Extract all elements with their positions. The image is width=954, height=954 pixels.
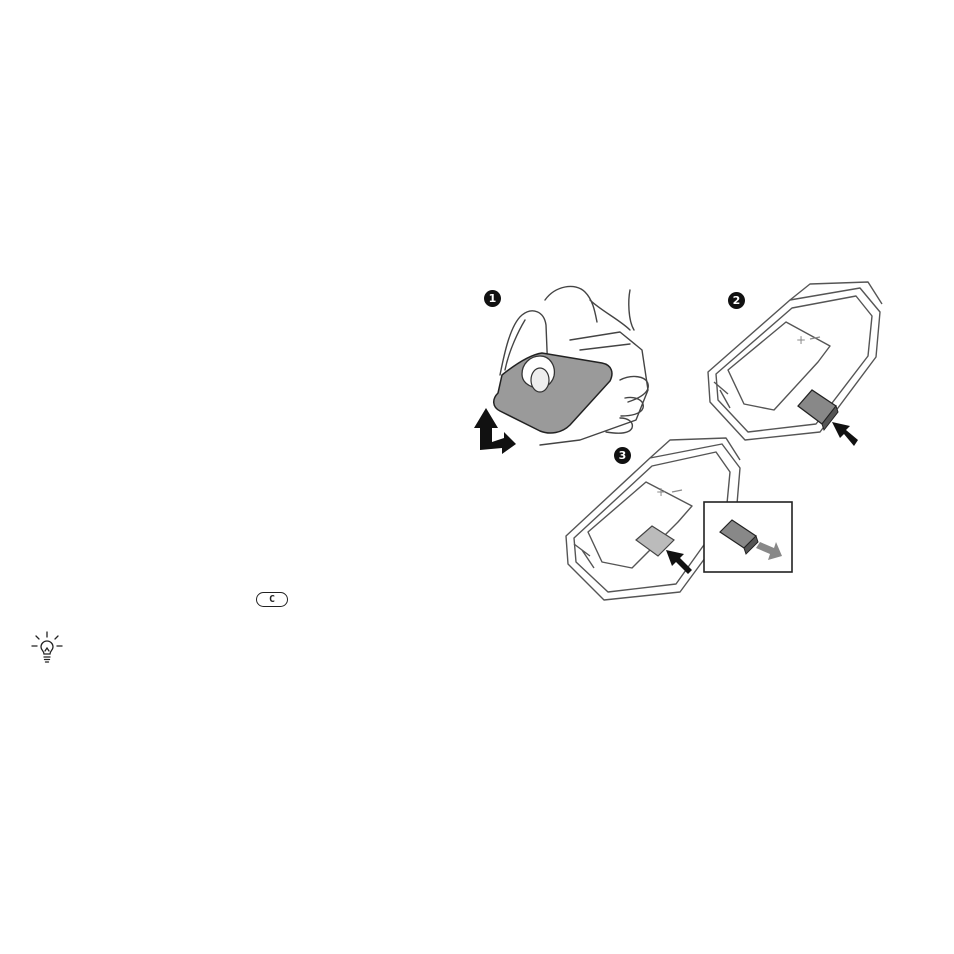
lightbulb-icon bbox=[30, 630, 66, 666]
illustration-remove-cover bbox=[470, 280, 670, 455]
insert-arrow-icon bbox=[832, 422, 858, 446]
c-key-icon: C bbox=[256, 592, 288, 607]
svg-text:+: + bbox=[656, 485, 666, 499]
illustration-eject-card: + bbox=[560, 436, 796, 602]
push-arrow-icon bbox=[666, 550, 692, 574]
svg-text:+: + bbox=[796, 333, 806, 347]
illustration-insert-card: + bbox=[700, 282, 890, 452]
c-key-label: C bbox=[269, 594, 275, 605]
